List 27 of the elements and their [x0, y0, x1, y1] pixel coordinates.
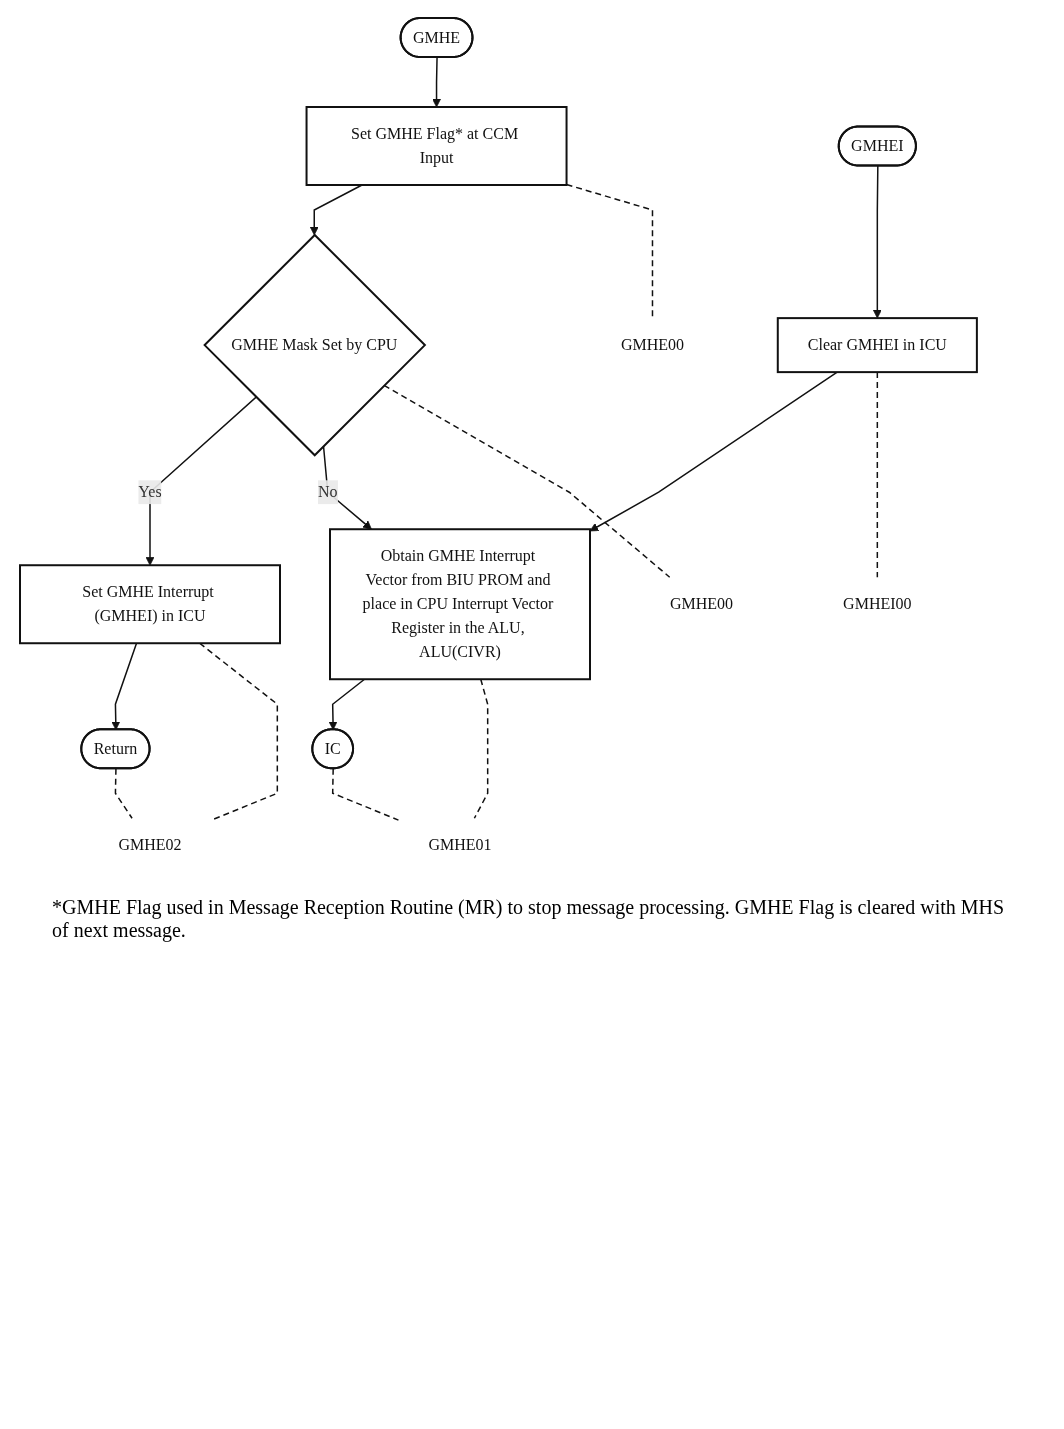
edge-label: No	[317, 483, 338, 501]
connector	[876, 371, 879, 578]
node-box: Obtain GMHE Interrupt Vector from BIU PROM and place in CPU Interrupt Vector Register in the ALU, ALU(CIVR)	[329, 528, 591, 681]
connector	[473, 678, 489, 819]
node-text: GMHE00	[670, 595, 734, 613]
arrow	[589, 371, 838, 532]
connector	[198, 642, 279, 821]
node-text: GMHE02	[118, 836, 182, 854]
node-text: GMHE00	[620, 336, 685, 354]
connector	[383, 384, 671, 578]
node-text: GMHE01	[428, 836, 492, 854]
arrow	[432, 56, 441, 108]
arrow	[328, 678, 366, 731]
node-box: Set GMHE Flag* at CCM Input	[305, 106, 568, 186]
edge-label: Yes	[138, 483, 162, 501]
arrow	[145, 396, 257, 566]
arrow	[872, 165, 882, 319]
node-box: Set GMHE Interrupt (GMHEI) in ICU	[19, 564, 281, 645]
node-diamond: GMHE Mask Set by CPU	[203, 233, 427, 457]
footnote-text: *GMHE Flag used in Message Reception Routine (MR) to stop message processing. GMHE Flag is cleared with MHS of next message.	[52, 896, 1006, 943]
node-text: GMHEI00	[843, 595, 912, 613]
connector	[114, 768, 133, 819]
arrow	[309, 184, 363, 236]
arrow	[111, 642, 138, 731]
node-box: Clear GMHEI in ICU	[776, 317, 978, 374]
connector	[331, 768, 400, 821]
connector	[565, 183, 654, 319]
